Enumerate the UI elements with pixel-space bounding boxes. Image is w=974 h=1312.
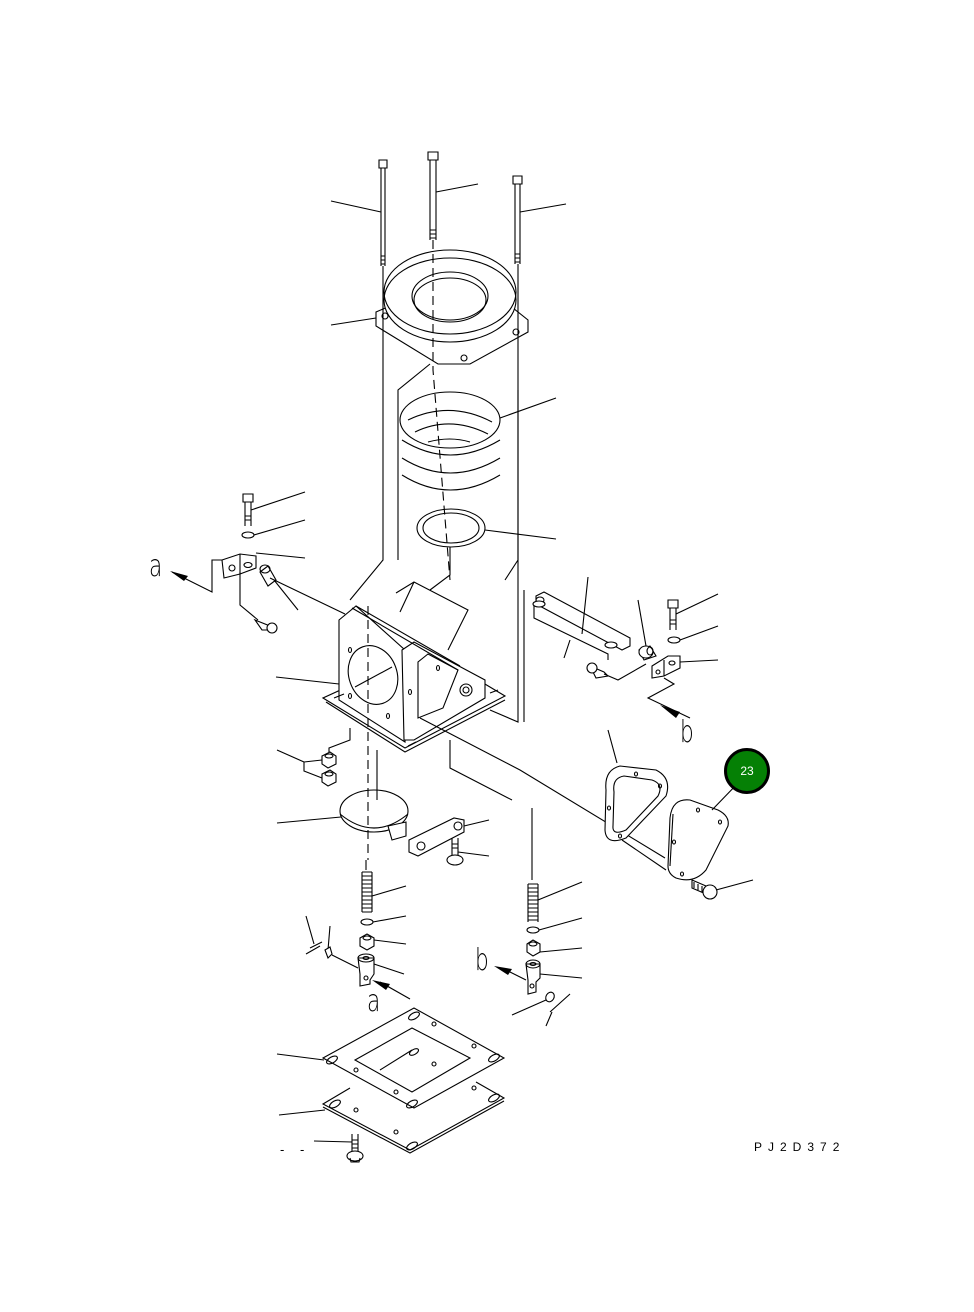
bolt-right-upper (667, 599, 679, 630)
mounting-plate (321, 1007, 506, 1109)
leader-line (563, 639, 571, 659)
clevis-right (525, 959, 541, 995)
leader-line (276, 1053, 325, 1061)
leader-line (679, 659, 719, 663)
link-plate (408, 817, 465, 857)
leader-line (539, 973, 583, 979)
cotter-pin-right (511, 991, 571, 1027)
leader-line (539, 947, 583, 953)
leader-line (484, 529, 557, 540)
long-bolt-middle (427, 151, 439, 240)
leader-line (435, 183, 479, 193)
bushing-right (638, 645, 657, 661)
drawing-number: PJ2D372 (754, 1140, 846, 1154)
view-label-a: a (149, 549, 163, 584)
leader-line (276, 749, 323, 779)
leader-line (371, 885, 407, 897)
leader-line (675, 593, 719, 615)
leader-line (679, 625, 719, 641)
nut-right-stack (526, 939, 541, 957)
washer-left (360, 918, 374, 926)
leader-line (330, 200, 382, 213)
leader-line (330, 317, 377, 326)
cotter-pin-left (305, 915, 333, 959)
leader-line (372, 915, 407, 923)
disc-valve (339, 789, 409, 841)
leader-line (255, 552, 306, 559)
flange-bolt-bottom (346, 1134, 364, 1163)
leader-line (313, 1140, 353, 1143)
bolt-left-upper (242, 493, 254, 526)
leader-line (537, 881, 583, 901)
view-label-b-lower: b (475, 943, 489, 978)
leader-line (250, 491, 306, 511)
leader-line (373, 939, 407, 945)
base-plate (321, 1081, 506, 1154)
leader-line (278, 1109, 326, 1116)
clevis-bracket-left (221, 553, 257, 579)
leader-line (715, 879, 754, 891)
washer-right (526, 926, 540, 934)
spring-right (527, 883, 539, 922)
nut-lower (321, 769, 337, 787)
pin-left (253, 618, 278, 634)
leader-line (276, 816, 342, 824)
cover-plate (667, 799, 729, 881)
lock-washer-left (241, 531, 255, 539)
lock-washer-right (667, 636, 681, 644)
leader-line (519, 203, 567, 213)
leader-line (275, 676, 340, 685)
long-bolt-right (512, 175, 523, 264)
leader-line (581, 576, 589, 635)
flange-adapter (375, 249, 529, 365)
leader-line (373, 963, 405, 975)
flange-bolt-center (446, 838, 464, 866)
nut-upper (321, 751, 337, 769)
spring-left (361, 871, 373, 913)
bellows (399, 391, 501, 491)
view-label-a-lower: a (367, 984, 381, 1019)
dash-marks: - - (280, 1142, 311, 1157)
leader-line (253, 519, 306, 536)
leader-line (607, 729, 618, 764)
o-ring (416, 508, 486, 548)
clevis-left (357, 953, 375, 987)
leader-line (457, 851, 490, 857)
nut-left-stack (359, 933, 375, 951)
bracket-housing (321, 581, 507, 760)
flange-bolt-right (691, 879, 718, 900)
bushing-left (259, 564, 277, 587)
view-label-b: b (680, 715, 694, 750)
callout-23[interactable]: 23 (724, 748, 770, 794)
leader-line (637, 599, 647, 647)
leader-line (538, 917, 583, 931)
leader-line (499, 397, 557, 419)
long-bolt-left (378, 159, 388, 266)
callout-number: 23 (740, 764, 754, 778)
gasket (604, 765, 669, 842)
clevis-bracket-right (651, 655, 681, 679)
leader-line (463, 819, 490, 827)
pin-right (586, 662, 610, 679)
